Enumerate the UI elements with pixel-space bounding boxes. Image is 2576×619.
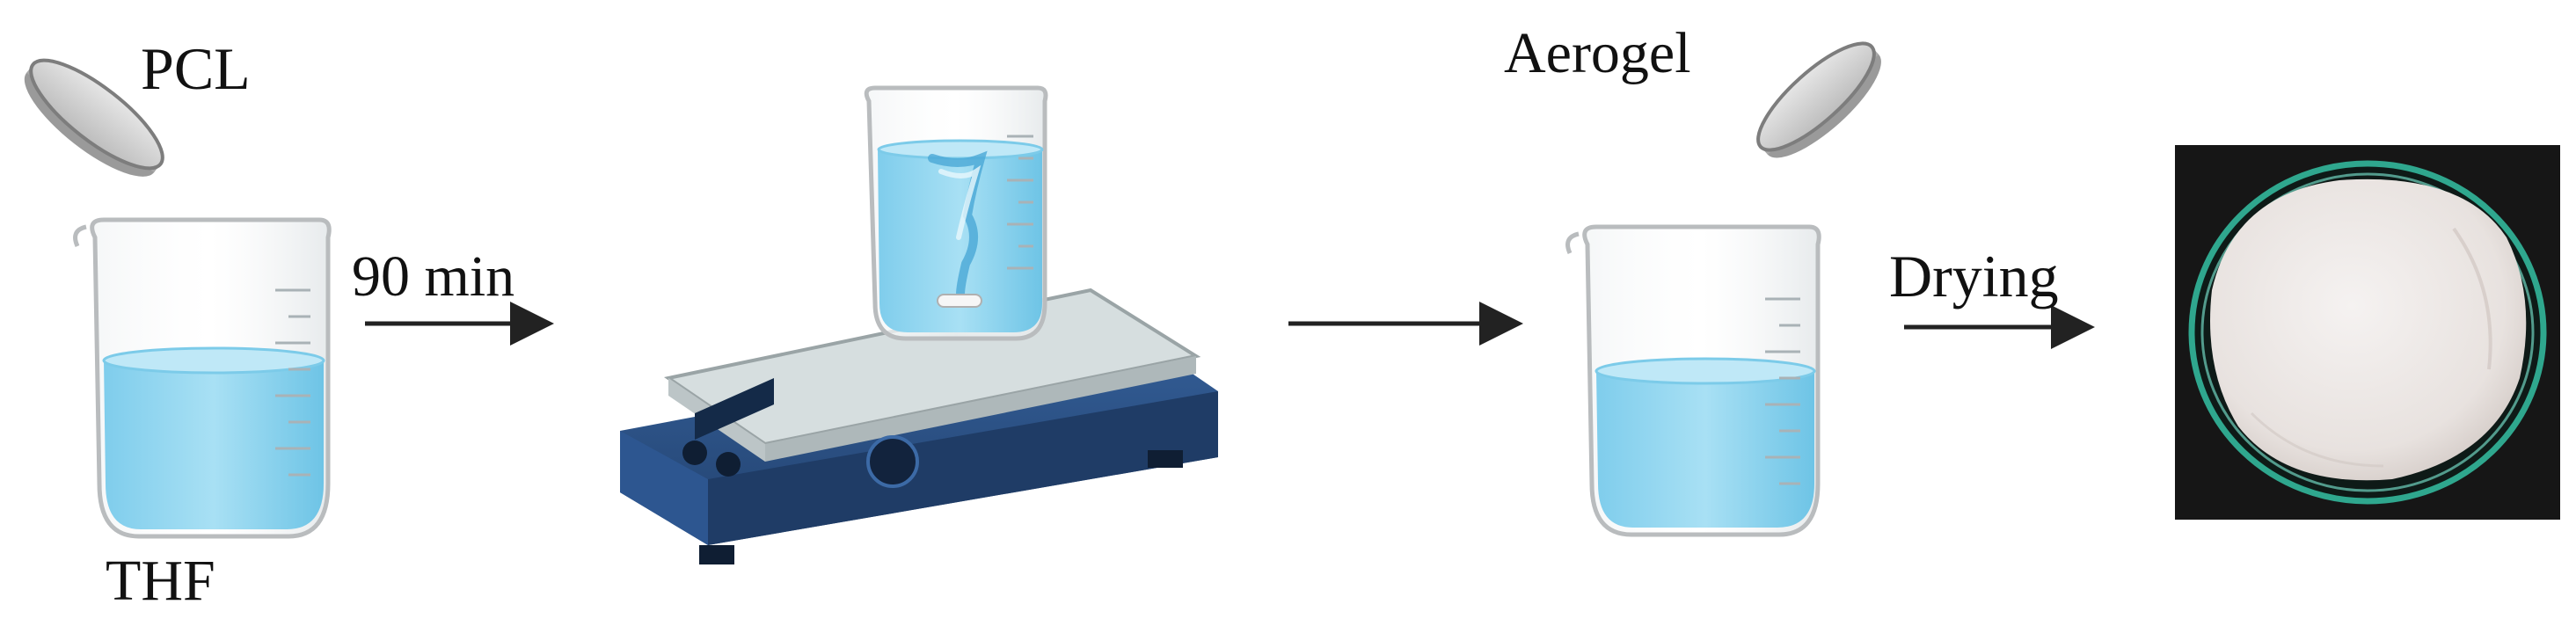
- time-label: 90 min: [352, 244, 515, 309]
- aerogel-beaker-icon: [1565, 224, 1821, 537]
- dried-aerogel-photo: [2175, 145, 2560, 520]
- pcl-label: PCL: [141, 35, 251, 102]
- thf-beaker-icon: [73, 217, 332, 539]
- magnetic-stirrer-icon: [620, 288, 1218, 564]
- drying-label: Drying: [1889, 243, 2059, 310]
- stirred-beaker-icon: [864, 85, 1048, 341]
- aerogel-label: Aerogel: [1504, 21, 1691, 85]
- thf-label: THF: [106, 549, 215, 613]
- pcl-pellet-disc-icon: [24, 58, 164, 177]
- aerogel-disc-icon: [1756, 41, 1881, 158]
